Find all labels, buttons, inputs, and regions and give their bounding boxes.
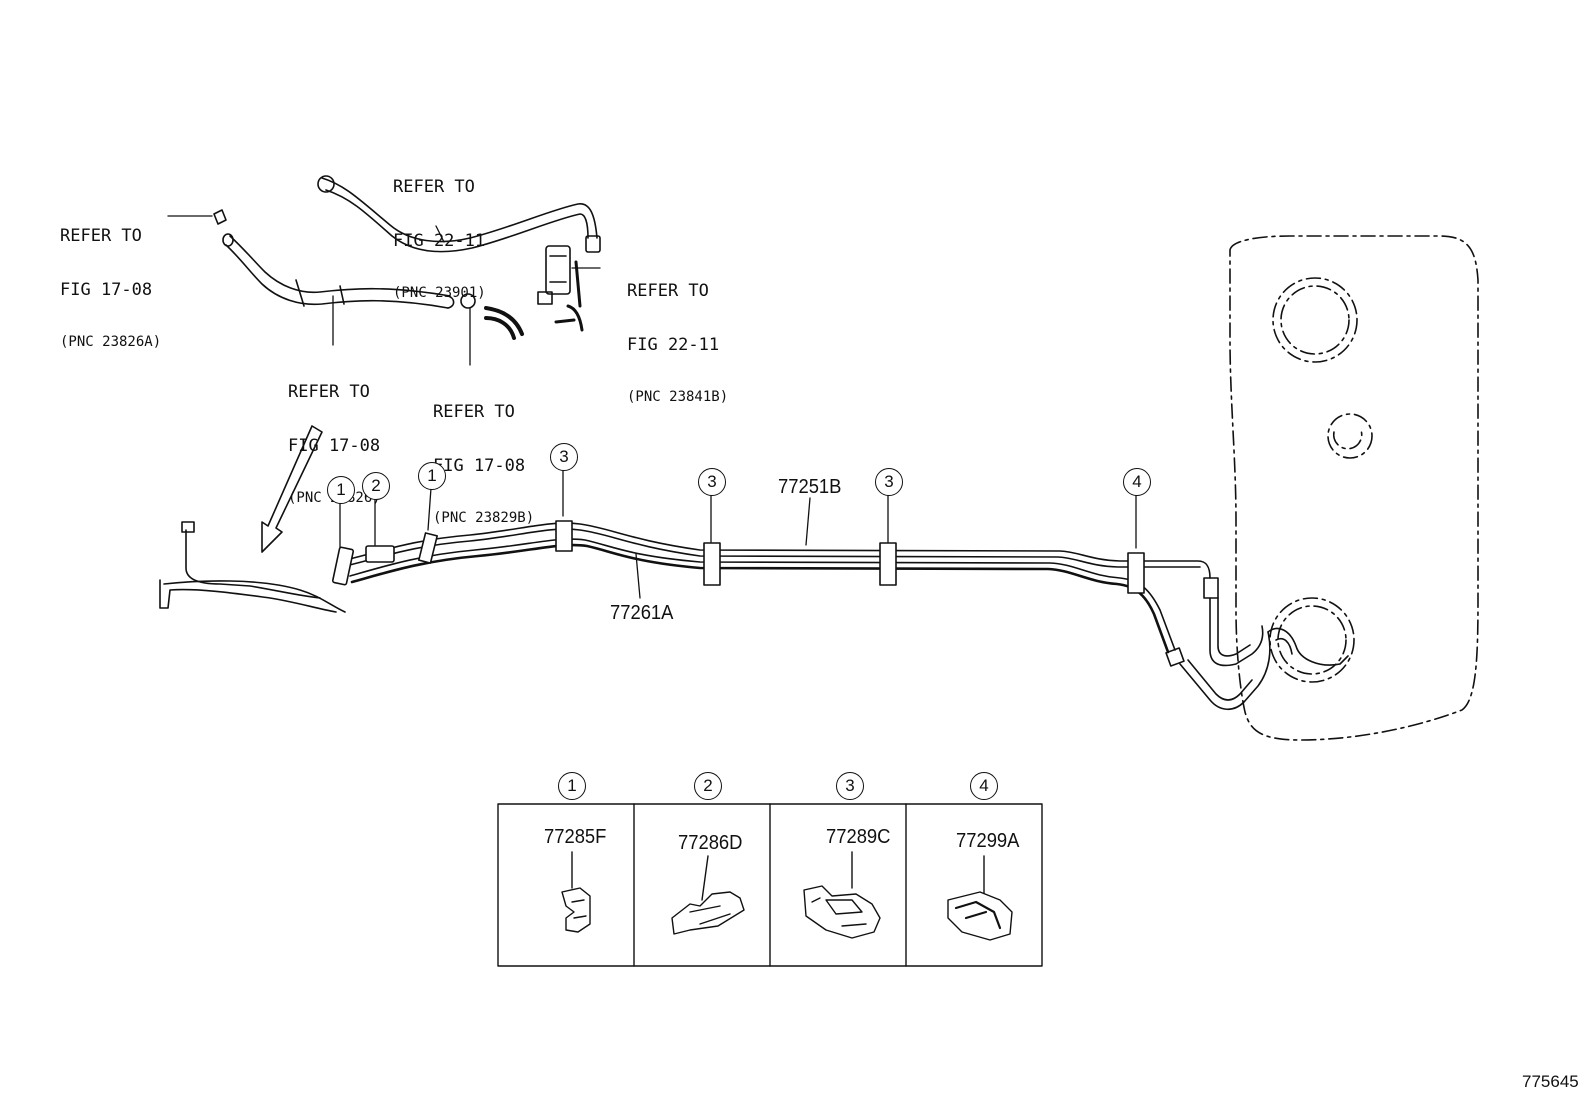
reference-label-23901: REFER TO FIG 22-11 (PNC 23901) (393, 143, 486, 337)
valve-bracket (537, 245, 584, 332)
fuel-tubes (159, 520, 1349, 711)
callout-1: 1 (327, 476, 355, 504)
reference-pnc: (PNC 23841B) (627, 388, 729, 405)
diagram-id: 775645 (1522, 1072, 1579, 1091)
fuel-tank (1229, 235, 1479, 741)
part-number-77251B[interactable]: 77251B (778, 476, 842, 498)
reference-line-2: FIG 17-08 (60, 280, 153, 301)
reference-line-1: REFER TO (288, 382, 370, 403)
reference-line-1: REFER TO (60, 226, 142, 247)
part-number-77261A[interactable]: 77261A (610, 602, 674, 624)
reference-label-23826A: REFER TO FIG 17-08 (PNC 23826A) (60, 192, 161, 386)
legend-part-77289C[interactable]: 77289C (826, 826, 891, 848)
reference-line-1: REFER TO (627, 281, 709, 302)
reference-line-2: FIG 17-08 (288, 436, 381, 457)
callout-2: 2 (362, 472, 390, 500)
reference-label-23841B: REFER TO FIG 22-11 (PNC 23841B) (627, 247, 728, 441)
callout-4: 4 (1123, 468, 1151, 496)
callout-3: 3 (550, 443, 578, 471)
reference-pnc: (PNC 23829B) (433, 509, 535, 526)
legend-index: 3 (836, 772, 864, 800)
legend-index: 4 (970, 772, 998, 800)
leader-lines (167, 215, 1137, 599)
reference-label-23829B: REFER TO FIG 17-08 (PNC 23829B) (433, 368, 534, 562)
legend-box (497, 803, 1043, 967)
reference-line-2: FIG 17-08 (433, 456, 526, 477)
callout-3: 3 (875, 468, 903, 496)
legend-part-77286D[interactable]: 77286D (678, 832, 743, 854)
reference-line-2: FIG 22-11 (393, 231, 486, 252)
legend-part-77285F[interactable]: 77285F (544, 826, 607, 848)
reference-pnc: (PNC 23901) (393, 284, 486, 301)
legend-index: 2 (694, 772, 722, 800)
clamp-ring (460, 293, 476, 309)
reference-label-23826: REFER TO FIG 17-08 (PNC 23826) (288, 348, 381, 542)
callout-1: 1 (418, 462, 446, 490)
reference-line-2: FIG 22-11 (627, 335, 720, 356)
reference-pnc: (PNC 23826A) (60, 333, 162, 350)
upper-hose (317, 175, 601, 253)
legend-part-77299A[interactable]: 77299A (956, 830, 1020, 852)
direction-arrow (261, 425, 323, 553)
reference-line-1: REFER TO (433, 402, 515, 423)
reference-line-1: REFER TO (393, 177, 475, 198)
left-hose (213, 209, 455, 309)
callout-3: 3 (698, 468, 726, 496)
legend-index: 1 (558, 772, 586, 800)
